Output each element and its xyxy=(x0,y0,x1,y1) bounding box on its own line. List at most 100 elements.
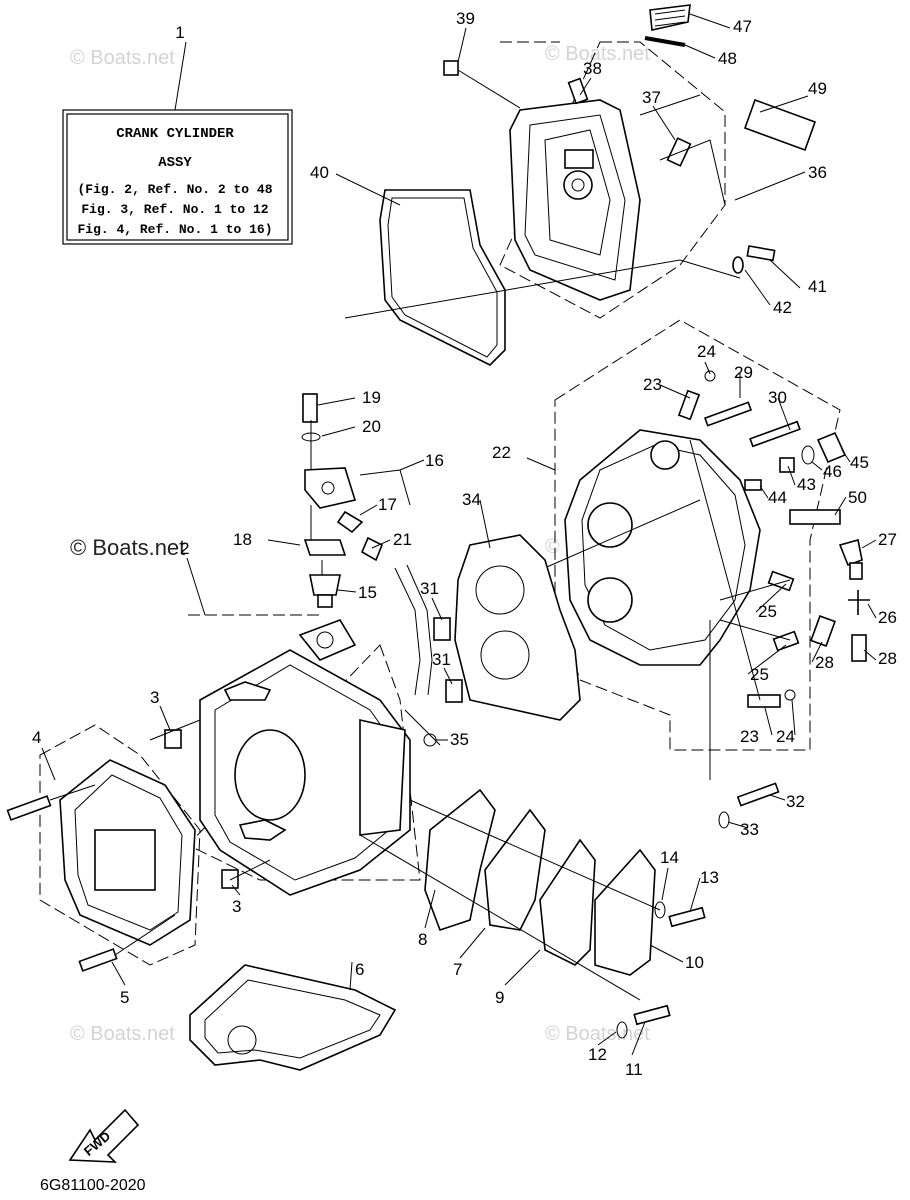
crankcase-axis-lines xyxy=(149,420,441,881)
exhaust-cover-axis-lines xyxy=(359,799,661,1001)
dowel-3-lower xyxy=(221,869,239,889)
part-label-1: 1 xyxy=(175,23,184,42)
part-label-27: 27 xyxy=(878,530,897,549)
info-box-title: CRANK CYLINDER xyxy=(116,126,234,142)
part-label-43: 43 xyxy=(797,475,816,494)
info-box-line-3: Fig. 4, Ref. No. 1 to 16) xyxy=(77,222,272,237)
part-label-20: 20 xyxy=(362,417,381,436)
part-label-50: 50 xyxy=(848,488,867,507)
part-43 xyxy=(779,457,795,473)
pin-23-lower xyxy=(747,694,781,708)
part-label-14: 14 xyxy=(660,848,679,867)
part-label-28-right: 28 xyxy=(878,649,897,668)
cover-inner-rim-2 xyxy=(544,129,611,256)
watermark-mid-left: © Boats.net xyxy=(70,535,185,560)
gasket-bore-lower xyxy=(480,630,530,680)
part-label-31-lower: 31 xyxy=(432,650,451,669)
label-leader-lines xyxy=(41,13,877,1056)
crank-cylinder-info-box: 1 CRANK CYLINDER ASSY (Fig. 2, Ref. No. … xyxy=(62,23,293,245)
fitting-21-lower xyxy=(360,536,384,562)
crankcase-rim xyxy=(214,664,396,881)
part-label-39: 39 xyxy=(456,9,475,28)
part-label-19: 19 xyxy=(362,388,381,407)
part-label-44: 44 xyxy=(768,488,787,507)
washer-12 xyxy=(616,1021,628,1039)
part-label-6: 6 xyxy=(355,960,364,979)
bolt-39 xyxy=(443,60,459,76)
fwd-arrow-shape xyxy=(68,1108,140,1163)
part-28-right xyxy=(851,634,867,662)
part-label-34: 34 xyxy=(462,490,481,509)
part-label-38: 38 xyxy=(583,59,602,78)
part-label-33: 33 xyxy=(740,820,759,839)
part-48-oring xyxy=(644,36,686,47)
thermostat-cover-16 xyxy=(304,467,357,509)
fitting-25-upper xyxy=(767,570,795,592)
elbow-27-cap xyxy=(849,562,863,580)
cylinder-head-gasket xyxy=(454,534,581,721)
part-label-9: 9 xyxy=(495,988,504,1007)
thermostat-seat xyxy=(298,619,357,661)
part-label-47: 47 xyxy=(733,17,752,36)
info-box-inner xyxy=(66,113,289,241)
part-label-45: 45 xyxy=(850,453,869,472)
part-label-24-lower: 24 xyxy=(776,727,795,746)
bolt-4 xyxy=(6,795,52,821)
base-gasket-6-inner xyxy=(204,979,381,1059)
part-labels: 2 3 3 4 5 6 8 7 9 10 11 12 13 14 15 16 1… xyxy=(32,9,897,1079)
part-label-36: 36 xyxy=(808,163,827,182)
combustion-chamber-upper xyxy=(587,502,633,548)
leader-line-1 xyxy=(174,41,187,111)
part-label-22: 22 xyxy=(492,443,511,462)
gasket-8 xyxy=(424,788,496,932)
hose-21 xyxy=(394,564,433,696)
tee-26 xyxy=(848,590,870,615)
crankcase-cover-rim xyxy=(74,774,183,931)
combustion-chamber-lower xyxy=(587,577,633,623)
crankcase-cover-group xyxy=(6,724,201,972)
part-46-oring xyxy=(801,445,815,465)
part-label-17: 17 xyxy=(378,495,397,514)
part-label-5: 5 xyxy=(120,988,129,1007)
bolt-13 xyxy=(668,906,706,928)
part-label-2: 2 xyxy=(180,539,189,558)
info-box-outer xyxy=(62,109,293,245)
exhaust-cover-group xyxy=(359,788,706,1039)
thermostat-cover-hole xyxy=(321,481,335,495)
crankcase-cover-axis-lines xyxy=(49,784,176,956)
gasket-9 xyxy=(539,838,596,966)
crankcase-cover-chamber xyxy=(94,829,156,891)
info-box-line-1: (Fig. 2, Ref. No. 2 to 48 xyxy=(77,182,272,197)
dowel-31-upper xyxy=(433,617,451,641)
crankcase-bearing-lower xyxy=(238,819,287,841)
crankcase-dashed-boundary xyxy=(187,614,421,881)
part-label-3-lower: 3 xyxy=(232,897,241,916)
cylinder-head-cover xyxy=(509,99,641,301)
part-label-32: 32 xyxy=(786,792,805,811)
part-label-25-upper: 25 xyxy=(758,602,777,621)
part-45-plug xyxy=(816,431,847,464)
head-cover-dashed-boundary xyxy=(499,41,726,319)
bolt-11 xyxy=(633,1004,671,1026)
part-label-49: 49 xyxy=(808,79,827,98)
washer-42 xyxy=(732,256,744,274)
part-label-11: 11 xyxy=(625,1060,643,1079)
part-label-16: 16 xyxy=(425,451,444,470)
part-label-40: 40 xyxy=(310,163,329,182)
head-gasket-group xyxy=(433,534,581,721)
part-label-30: 30 xyxy=(768,388,787,407)
washer-14 xyxy=(654,901,666,919)
crankcase-cover-dashed-boundary xyxy=(39,724,201,966)
cover-inner-rim xyxy=(524,114,626,281)
part-label-35: 35 xyxy=(450,730,469,749)
bolt-19 xyxy=(302,393,318,423)
fitting-25-lower xyxy=(772,630,800,652)
forward-arrow-icon: FWD xyxy=(68,1108,140,1163)
part-28-left xyxy=(810,615,836,647)
part-label-4: 4 xyxy=(32,728,41,747)
part-label-18: 18 xyxy=(233,530,252,549)
part-label-26: 26 xyxy=(878,608,897,627)
head-cover-axis-lines xyxy=(344,94,741,319)
pin-23-upper xyxy=(677,389,701,421)
